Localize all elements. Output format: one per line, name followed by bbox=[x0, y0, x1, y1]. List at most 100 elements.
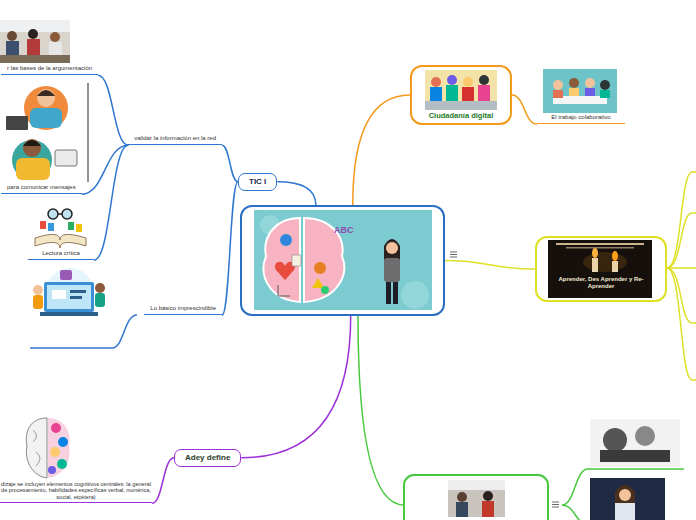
green-branch bbox=[552, 504, 559, 505]
students-cartoon bbox=[23, 140, 41, 146]
classroom-photo bbox=[7, 31, 17, 41]
topic-text: El trabajo colaborativo bbox=[543, 114, 619, 121]
collaboration-image bbox=[543, 69, 617, 113]
topic-text: r las bases de la argumentación bbox=[7, 65, 92, 72]
central-illustration bbox=[321, 286, 329, 294]
topic-label: dizaje se incluyen elementos cognitivos … bbox=[0, 481, 152, 503]
computer-illustration bbox=[70, 290, 86, 293]
green-branch bbox=[552, 502, 559, 503]
central-illustration bbox=[292, 255, 301, 266]
collaboration-image bbox=[585, 88, 595, 96]
central-illustration bbox=[386, 242, 398, 254]
candles-image bbox=[583, 252, 627, 272]
topic-text: Ciudadanía digital bbox=[414, 111, 508, 120]
central-illustration bbox=[264, 218, 300, 302]
computer-illustration bbox=[52, 290, 66, 299]
book-illustration bbox=[48, 209, 58, 219]
candles-image bbox=[566, 247, 634, 249]
branch-connector bbox=[353, 95, 410, 205]
candles-image bbox=[548, 240, 652, 298]
book-illustration bbox=[62, 209, 72, 219]
collaboration-image bbox=[569, 88, 579, 96]
green-branch bbox=[482, 501, 494, 517]
students-cartoon bbox=[16, 158, 50, 180]
right-branches bbox=[667, 172, 696, 268]
book-illustration bbox=[35, 234, 86, 248]
citizenship-image bbox=[425, 101, 497, 110]
topic-text: dizaje se incluyen elementos cognitivos … bbox=[1, 481, 151, 500]
citizenship-image bbox=[446, 85, 458, 101]
green-branch bbox=[603, 428, 627, 452]
computer-illustration bbox=[44, 282, 94, 312]
menu-icon bbox=[450, 254, 457, 255]
topic-text: TIC I bbox=[249, 177, 266, 187]
collaboration-image bbox=[569, 78, 579, 88]
citizenship-image bbox=[479, 75, 489, 85]
brain-illustration bbox=[50, 447, 60, 457]
brain-illustration bbox=[33, 430, 40, 466]
students-cartoon bbox=[24, 86, 68, 130]
green-branch bbox=[562, 505, 588, 520]
topic-text: Aprender, Des Aprender y Re-Aprender bbox=[551, 276, 651, 290]
brain-illustration bbox=[51, 423, 61, 433]
students-cartoon bbox=[55, 150, 77, 166]
classroom-photo bbox=[27, 39, 40, 57]
green-branch bbox=[483, 491, 493, 501]
topic-label: r las bases de la argumentación bbox=[1, 65, 98, 75]
topic-text: Lo básico imprescindible bbox=[150, 305, 216, 312]
green-branch bbox=[590, 478, 665, 520]
central-topic: ABC bbox=[240, 205, 445, 316]
classroom-photo bbox=[49, 42, 62, 57]
green-branch bbox=[358, 316, 404, 505]
computer-illustration bbox=[47, 285, 91, 309]
collaboration-image bbox=[585, 78, 595, 88]
central-illustration bbox=[401, 281, 429, 309]
menu-icon bbox=[450, 257, 457, 258]
computer-illustration bbox=[33, 268, 105, 316]
green-branch bbox=[600, 450, 670, 462]
image-topic-underline bbox=[30, 347, 112, 349]
right-branches bbox=[667, 268, 696, 323]
classroom-photo bbox=[0, 20, 70, 63]
citizenship-image bbox=[462, 87, 474, 101]
computer-illustration bbox=[33, 285, 43, 295]
brain-illustration bbox=[57, 459, 67, 469]
branch-box: TIC I bbox=[238, 173, 277, 191]
topic-label: El trabajo colaborativo bbox=[537, 114, 625, 124]
book-illustration bbox=[35, 209, 86, 248]
central-illustration bbox=[393, 282, 398, 304]
menu-icon bbox=[450, 252, 457, 253]
citizenship-image bbox=[478, 85, 490, 101]
image-topic: Ciudadanía digital bbox=[410, 65, 512, 125]
green-branch bbox=[590, 419, 680, 467]
students-cartoon bbox=[6, 116, 28, 130]
students-cartoon bbox=[37, 89, 55, 107]
brain-illustration bbox=[48, 466, 56, 474]
students-cartoon bbox=[88, 83, 89, 182]
computer-illustration bbox=[33, 295, 43, 309]
brain-illustration bbox=[26, 418, 69, 478]
green-branch bbox=[404, 475, 548, 520]
computer-illustration bbox=[40, 312, 98, 316]
computer-illustration bbox=[70, 296, 82, 299]
collaboration-image bbox=[600, 80, 610, 90]
topic-text: Lectura crítica bbox=[34, 250, 88, 257]
branch-connector bbox=[241, 316, 350, 458]
green-branch bbox=[448, 480, 505, 517]
green-branch bbox=[456, 502, 468, 517]
citizenship-image bbox=[425, 70, 497, 110]
citizenship-image bbox=[463, 77, 473, 87]
computer-illustration bbox=[46, 268, 94, 316]
topic-label: para comunicar mensajes bbox=[1, 184, 82, 194]
green-branch bbox=[358, 316, 684, 520]
branch-connector bbox=[152, 458, 174, 503]
right-branches bbox=[667, 172, 696, 380]
brain-illustration bbox=[26, 418, 47, 478]
students-cartoon bbox=[23, 139, 41, 157]
image-topic: Aprender, Des Aprender y Re-Aprender bbox=[535, 236, 667, 302]
collaboration-image bbox=[553, 80, 563, 90]
book-illustration bbox=[40, 221, 46, 229]
central-illustration bbox=[314, 262, 326, 274]
